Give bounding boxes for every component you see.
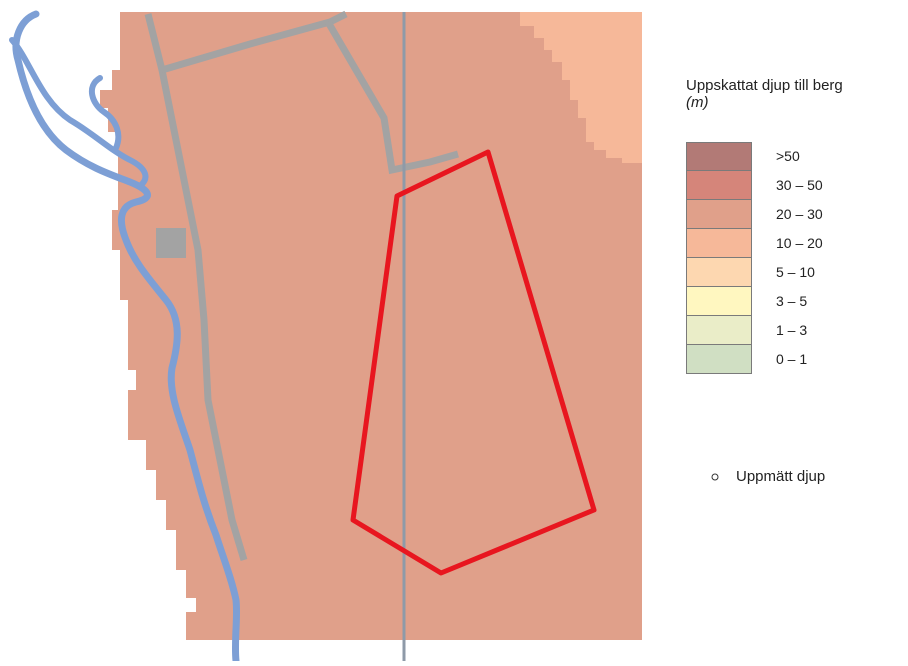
no-data-left [0,0,196,661]
legend-class-label: 10 – 20 [776,235,823,251]
river [12,10,241,665]
river-branch [9,37,149,189]
legend-point-label: Uppmätt djup [736,468,826,485]
measured-point-icon [711,473,719,481]
river-loop [88,75,122,151]
legend-swatch [686,258,752,287]
map-canvas [0,0,670,665]
legend-swatch [686,171,752,200]
legend-swatch [686,229,752,258]
legend-swatch [686,287,752,316]
legend-class-label: 1 – 3 [776,322,808,338]
road-north-connector [161,10,348,74]
legend-class-label: >50 [776,148,800,164]
legend-swatch [686,200,752,229]
legend-class-label: 3 – 5 [776,293,808,309]
no-data-right [642,0,670,661]
legend-swatch [686,142,752,171]
road-north-branch [324,20,459,175]
legend-class-label: 5 – 10 [776,264,815,280]
map-legend: Uppskattat djup till berg (m) >50 30 – 5… [670,0,908,661]
legend-swatch [686,316,752,345]
road-west [144,13,248,562]
legend-class-label: 20 – 30 [776,206,823,222]
depth-area-10-20 [520,12,642,163]
legend-class-label: 30 – 50 [776,177,823,193]
legend-class-label: 0 – 1 [776,351,808,367]
building [156,228,186,258]
no-data-bottom [0,640,670,661]
legend-unit: (m) [686,94,709,111]
study-area-outline[interactable] [350,149,597,576]
no-data-top [0,0,670,12]
depth-map[interactable] [0,0,670,665]
legend-title: Uppskattat djup till berg [686,77,843,94]
legend-swatch [686,345,752,374]
